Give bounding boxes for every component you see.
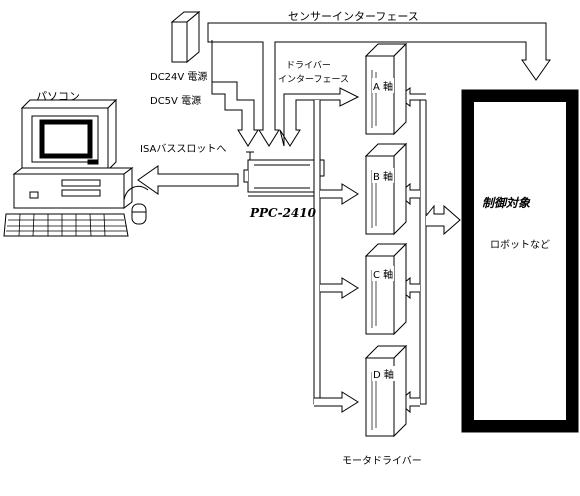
axis-a-label: A 軸 [372,78,395,93]
control-target-title: 制御対象 [482,196,531,210]
motor-driver-a [364,42,408,136]
driver-interface-label-2: インターフェース [278,75,350,85]
pc-label: パソコン [36,90,80,103]
power-supply [170,10,201,64]
ppc-board [243,151,325,197]
isa-slot-label: ISAバススロットへ [140,144,227,155]
control-target-box [461,89,579,433]
driver-bus-lines [313,100,359,413]
dc24-power-label: DC24V 電源 [150,72,208,83]
target-bus-lines [397,87,461,414]
axis-d-label: D 軸 [372,366,395,381]
driver-interface-arrow [279,87,360,147]
motor-driver-b [364,142,408,236]
board-label: PPC-2410 [250,206,316,220]
control-target-example: ロボットなど [490,240,550,251]
driver-interface-label-1: ドライバー [286,61,331,71]
dc5-power-label: DC5V 電源 [150,96,202,107]
isa-arrow [137,165,239,195]
sensor-interface-arrow [207,22,551,147]
sensor-interface-label: センサーインターフェース [288,10,419,23]
motor-driver-c [364,242,408,336]
motor-driver-d [364,344,408,438]
axis-b-label: B 軸 [372,168,395,183]
axis-c-label: C 軸 [372,266,395,281]
pc-computer [3,98,149,237]
power-arrow [211,40,259,147]
motor-drivers-label: モータドライバー [342,456,422,467]
